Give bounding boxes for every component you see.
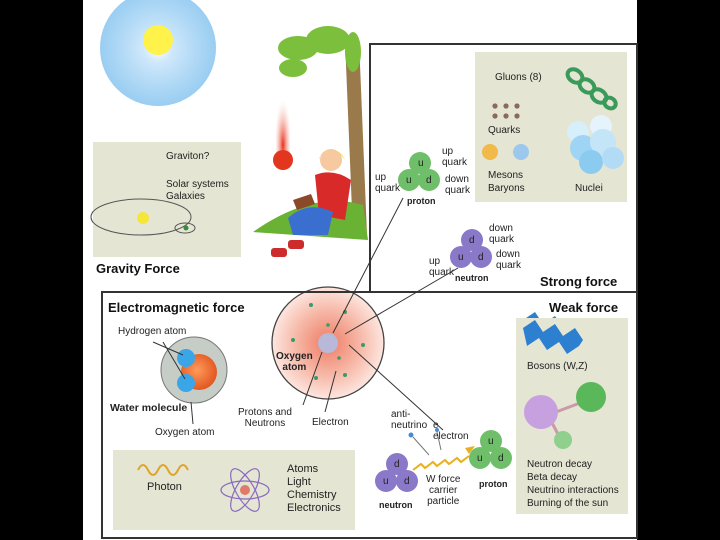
w-force-label: W force carrier particle [426, 474, 461, 507]
proton-quark-d: d [426, 175, 432, 186]
quark-dots-top [492, 103, 520, 119]
em-use-electronics: Electronics [287, 502, 341, 514]
atom-icon-top [220, 468, 270, 512]
baryons-label: Baryons [488, 183, 525, 194]
reading-girl [271, 149, 351, 257]
proton-quark-u-1: u [418, 158, 424, 169]
meson-icon-top [482, 144, 498, 160]
electron-dot [435, 428, 439, 432]
sun [143, 25, 173, 55]
neutron-up-quark: up quark [429, 256, 455, 278]
em-title: Electromagnetic force [108, 300, 245, 315]
oxygen-center-label: Oxygen atom [276, 351, 313, 373]
weak-use-beta-decay: Beta decay [527, 472, 578, 483]
water-molecule-label: Water molecule [110, 402, 188, 414]
orbit-ellipse-top [90, 198, 192, 236]
weak-proton-label: proton [479, 479, 508, 489]
water-hydrogen-1 [177, 349, 195, 367]
boson-molecule-top [524, 382, 606, 449]
mesons-label: Mesons [488, 170, 524, 181]
orbit-star-top [137, 212, 149, 224]
neutron-down-quark-top: down quark [489, 223, 515, 245]
neutron-down-quark-right: down quark [496, 249, 522, 271]
weak-neutron-quark-u: u [383, 476, 389, 487]
water-lines [152, 341, 194, 425]
solar-systems-label: Solar systems [166, 179, 229, 190]
weak-neutron-label: neutron [379, 500, 413, 510]
w-boson-wave [412, 455, 470, 471]
galaxies-label: Galaxies [166, 191, 205, 202]
weak-use-neutrino: Neutrino interactions [527, 485, 619, 496]
electron-label: Electron [312, 417, 349, 428]
neutron-quarks [450, 229, 492, 268]
forces-diagram: Gravity Force Strong force Electromagnet… [83, 0, 638, 540]
neutron-quark-d-1: d [469, 235, 475, 246]
weak-electron-label: e electron [433, 420, 469, 442]
weak-proton-quark-u-2: u [477, 453, 483, 464]
neutron-quark-u: u [458, 252, 464, 263]
panel-icons-layer [90, 67, 624, 512]
proton-quark-u-2: u [406, 175, 412, 186]
hydrogen-atom-label: Hydrogen atom [118, 326, 187, 337]
em-use-chemistry: Chemistry [287, 489, 337, 501]
oxygen-nucleus [318, 333, 338, 353]
em-use-atoms: Atoms [287, 463, 319, 475]
em-bottom-panel [113, 450, 355, 530]
em-force-box [101, 291, 638, 539]
weak-proton-quark-u-1: u [488, 436, 494, 447]
weak-neutron-quark-d-2: d [404, 476, 410, 487]
proton-name: proton [407, 196, 436, 206]
antineutrino-track [412, 436, 430, 456]
w-arrow-head [465, 446, 475, 454]
weak-use-neutron-decay: Neutron decay [527, 459, 593, 470]
antineutrino-dot [408, 432, 414, 438]
apple-trail [276, 85, 290, 160]
boson-icon-top [523, 320, 583, 354]
moon-orbit-top [174, 222, 196, 234]
antineutrino-label: anti- neutrino [391, 409, 428, 431]
gravity-title: Gravity Force [96, 261, 180, 276]
diagram-graphics [90, 0, 625, 512]
gluon-icon-top [565, 67, 618, 111]
oxygen-atom-label: Oxygen atom [155, 427, 215, 438]
water-hydrogen-2 [177, 374, 195, 392]
gravity-panel [93, 142, 241, 257]
decay-proton-quarks [469, 430, 512, 469]
connector-lines [302, 197, 459, 431]
orbit-planet-top [183, 225, 189, 231]
quarks-label: Quarks [488, 125, 521, 136]
proton-up-quark-top: up quark [442, 146, 468, 168]
em-use-light: Light [287, 476, 311, 488]
nucleus-icon-top [567, 115, 624, 174]
baryon-icon-top [513, 144, 529, 160]
photon-label: Photon [147, 481, 182, 493]
photon-icon-top [137, 464, 189, 476]
tree-leaves [278, 26, 361, 77]
proton-up-quark-left: up quark [375, 172, 401, 194]
graviton-label: Graviton? [166, 151, 210, 162]
proton-quarks [398, 152, 440, 191]
electron-track [436, 431, 442, 451]
proton-down-quark: down quark [445, 174, 471, 196]
apple [273, 150, 293, 170]
bosons-label: Bosons (W,Z) [527, 361, 588, 372]
gluons-label: Gluons (8) [495, 72, 542, 83]
strong-title: Strong force [540, 274, 618, 289]
neutron-name: neutron [455, 273, 489, 283]
protons-neutrons-label: Protons and Neutrons [238, 407, 292, 429]
neutron-quark-d-2: d [478, 252, 484, 263]
weak-neutron-quark-d-1: d [394, 459, 400, 470]
weak-use-sun: Burning of the sun [527, 498, 609, 509]
decay-neutron-quarks [375, 453, 418, 492]
weak-title: Weak force [549, 300, 619, 315]
nuclei-label: Nuclei [575, 183, 603, 194]
tree-trunk [345, 40, 367, 235]
weak-proton-quark-d: d [498, 453, 504, 464]
